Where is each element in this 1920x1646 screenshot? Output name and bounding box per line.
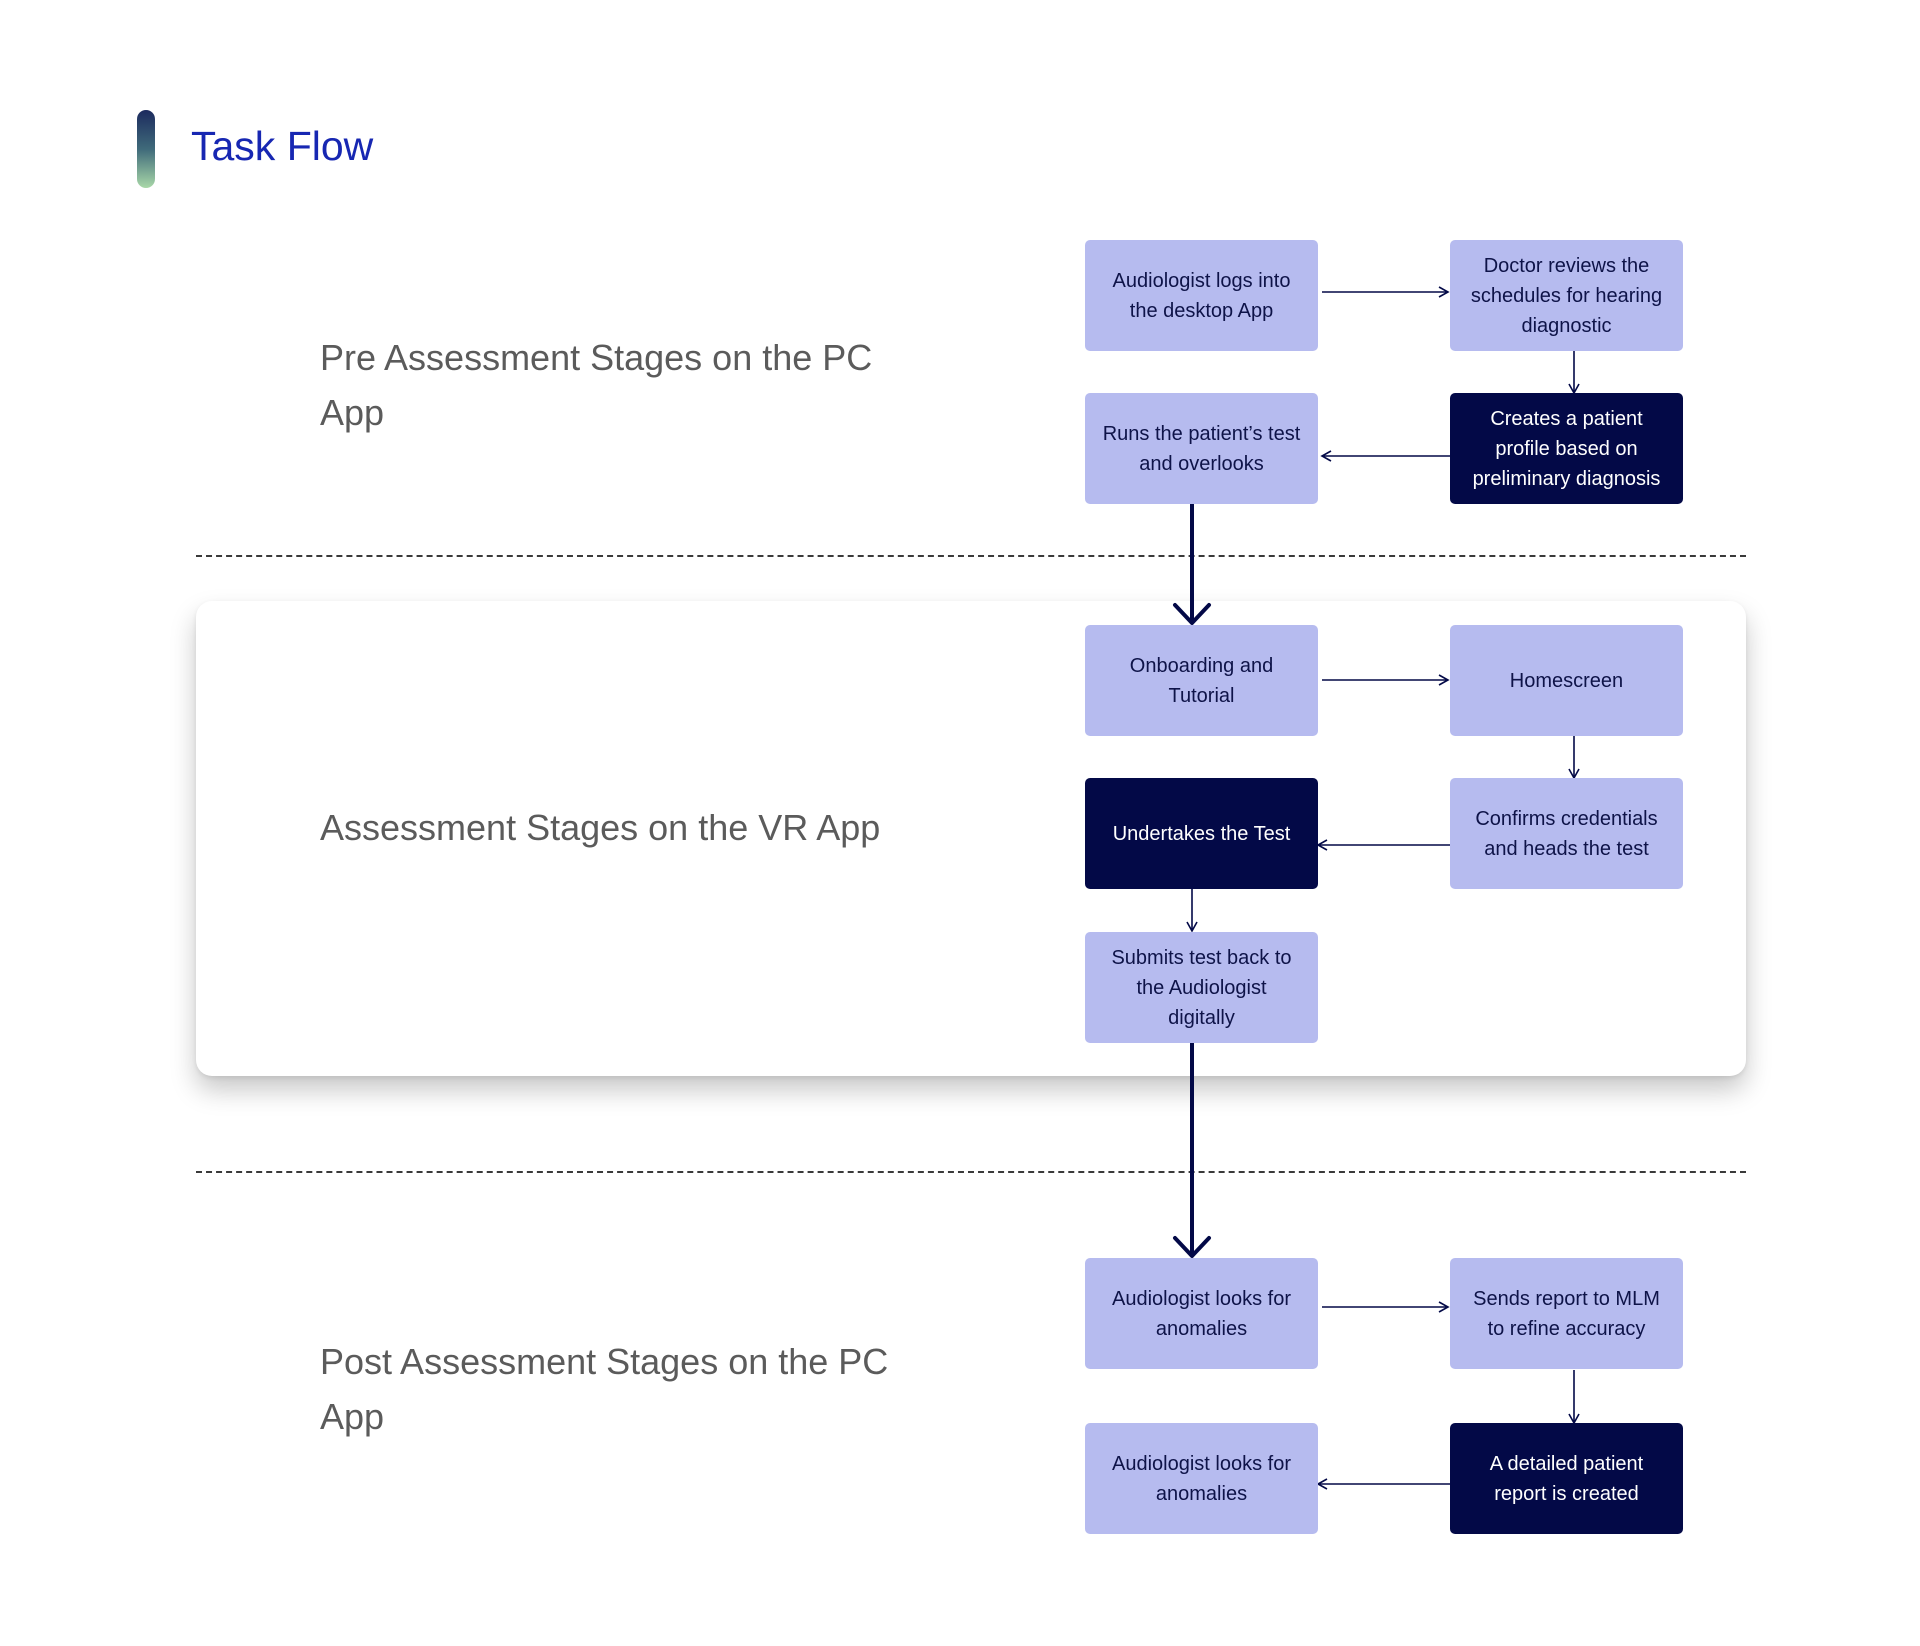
node-audiologist-anomalies-1: Audiologist looks for anomalies [1085,1258,1318,1369]
node-onboarding-tutorial: Onboarding and Tutorial [1085,625,1318,736]
node-submits-test: Submits test back to the Audiologist dig… [1085,932,1318,1043]
node-detailed-report-created: A detailed patient report is created [1450,1423,1683,1534]
node-homescreen: Homescreen [1450,625,1683,736]
section-label-pre-assessment: Pre Assessment Stages on the PC App [320,337,873,433]
arrow-n9-to-n10-head [1173,1236,1211,1258]
node-sends-report-mlm: Sends report to MLM to refine accuracy [1450,1258,1683,1369]
section-divider-top [196,555,1746,557]
section-divider-bottom [196,1171,1746,1173]
node-confirms-credentials: Confirms credentials and heads the test [1450,778,1683,889]
node-runs-patient-test: Runs the patient’s test and overlooks [1085,393,1318,504]
node-creates-patient-profile: Creates a patient profile based on preli… [1450,393,1683,504]
section-label-post-assessment: Post Assessment Stages on the PC App [320,1341,889,1437]
title-accent-bar [137,110,155,188]
node-undertakes-test: Undertakes the Test [1085,778,1318,889]
section-label-vr-assessment: Assessment Stages on the VR App [320,807,881,848]
node-audiologist-logs-in: Audiologist logs into the desktop App [1085,240,1318,351]
node-audiologist-anomalies-2: Audiologist looks for anomalies [1085,1423,1318,1534]
node-doctor-reviews-schedules: Doctor reviews the schedules for hearing… [1450,240,1683,351]
arrow-n4-to-n5-head [1173,603,1211,625]
page-title: Task Flow [191,123,374,169]
